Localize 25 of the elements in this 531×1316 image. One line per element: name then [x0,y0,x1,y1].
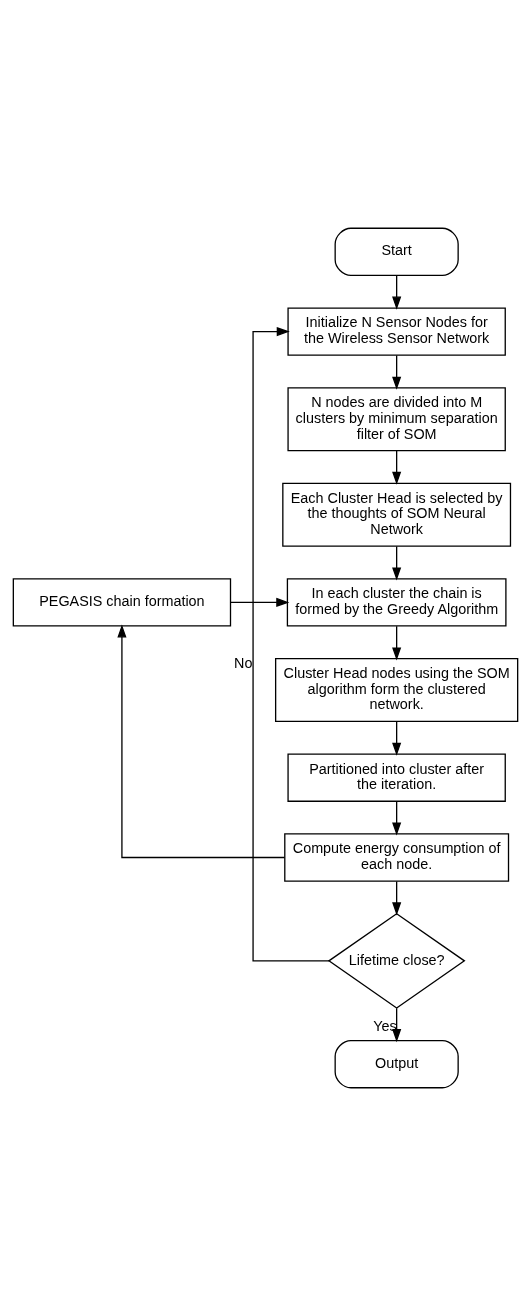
arrow [392,801,402,836]
arrow [392,880,402,916]
node-box: Compute energy consumption of each node. [284,833,510,882]
node-box: Initialize N Sensor Nodes for the Wireless Sensor Network [287,307,506,356]
arrow [392,721,402,756]
arrow [392,1007,402,1043]
node-box: PEGASIS chain formation [12,578,232,627]
node-diamond: Lifetime close? [327,912,466,1009]
arrow [392,545,402,581]
node-box: Start [334,227,459,276]
arrow [392,625,402,661]
arrow [392,354,402,390]
node-box: Each Cluster Head is selected by the thoughts of SOM Neural Network [282,482,512,547]
edge-label: Yes [373,1017,397,1034]
arrow [392,450,402,485]
node-box: Partitioned into cluster after the iteration. [287,753,506,802]
arrow [117,624,286,859]
node-box: Output [334,1040,459,1089]
arrow [252,327,330,962]
node-box: Cluster Head nodes using the SOM algorithm form the clustered network. [275,658,519,723]
edge-label: No [234,654,253,671]
arrow [392,275,402,310]
node-box: In each cluster the chain is formed by the Greedy Algorithm [286,578,507,627]
arrow [230,597,290,607]
node-box: N nodes are divided into M clusters by minimum separation filter of SOM [287,387,506,452]
